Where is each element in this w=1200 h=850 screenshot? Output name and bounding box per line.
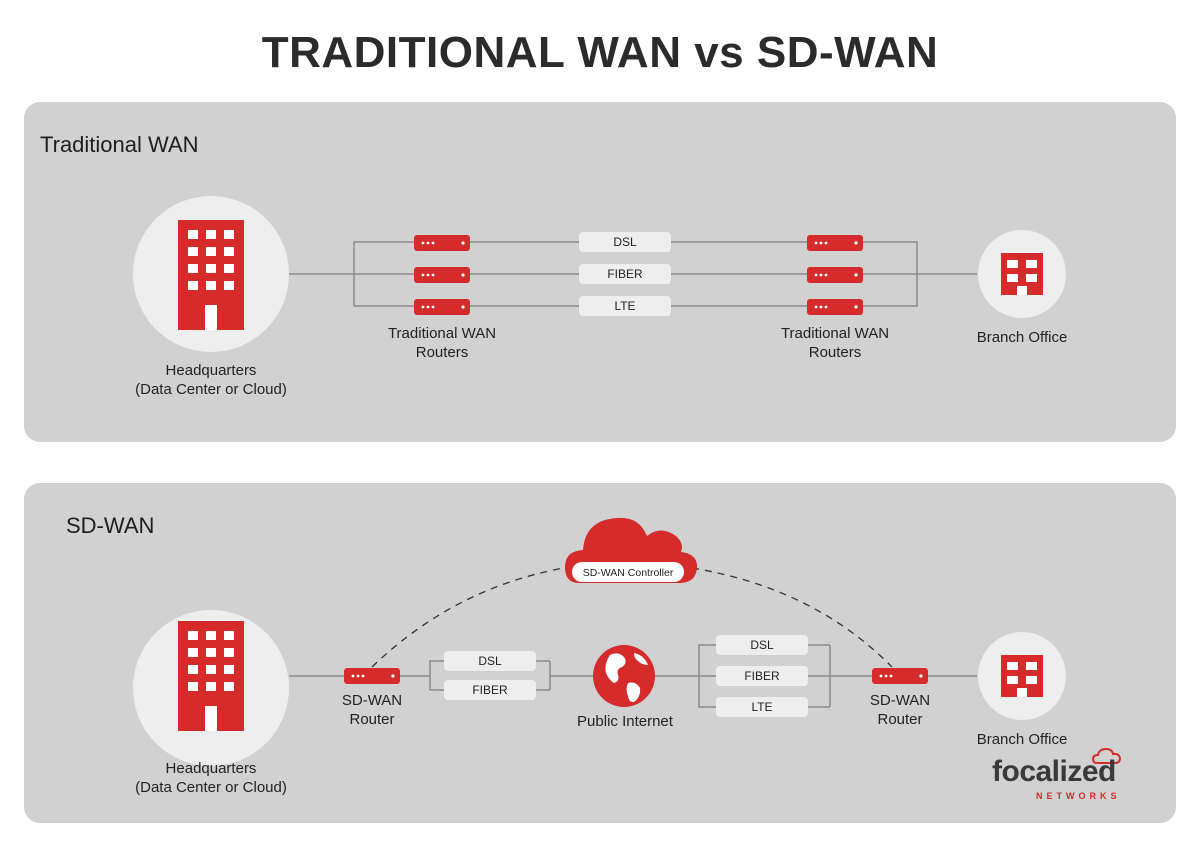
link-pill: [444, 651, 536, 671]
router-icon: [414, 235, 470, 251]
link-pill-label: DSL: [750, 638, 774, 652]
link-pill: [716, 666, 808, 686]
sdwan-hq-label: Headquarters(Data Center or Cloud): [135, 760, 287, 796]
traditional-hq-label: Headquarters(Data Center or Cloud): [135, 362, 287, 398]
traditional-branch-node: [978, 230, 1066, 318]
traditional-wan-panel: Traditional WAN: [24, 102, 1176, 442]
link-pill: [579, 296, 671, 316]
branch-building-icon: [1001, 253, 1043, 295]
sdwan-hq-node: [133, 610, 289, 766]
cloud-logo-icon: [1092, 747, 1122, 764]
page-title: TRADITIONAL WAN vs SD-WAN: [261, 28, 939, 77]
public-internet-label: Public Internet: [577, 713, 673, 730]
traditional-right-routers: [807, 235, 863, 315]
link-pill: [716, 635, 808, 655]
link-pill: [579, 264, 671, 284]
link-pill: [579, 232, 671, 252]
link-pill: [444, 680, 536, 700]
controller-label: SD-WAN Controller: [583, 567, 674, 579]
router-icon: [807, 267, 863, 283]
brand-logo: focalized NETWORKS: [992, 747, 1142, 805]
link-pill-label: FIBER: [744, 669, 780, 683]
traditional-wan-title: Traditional WAN: [40, 132, 199, 157]
sdwan-title: SD-WAN: [66, 513, 155, 538]
link-pill-label: DSL: [478, 654, 502, 668]
sdwan-panel: SD-WAN: [24, 483, 1176, 823]
controller-dashed-links: [371, 567, 893, 668]
router-icon: [414, 299, 470, 315]
sdwan-left-router: [344, 668, 400, 684]
router-icon: [807, 235, 863, 251]
traditional-left-routers: [414, 235, 470, 315]
link-pill-label: FIBER: [607, 267, 643, 281]
router-icon: [872, 668, 928, 684]
router-icon: [344, 668, 400, 684]
sdwan-diagram: DSL FIBER DSL FIBER LTE SD-WAN Controlle…: [133, 517, 1066, 766]
router-icon: [414, 267, 470, 283]
sdwan-link-pills: DSL FIBER DSL FIBER LTE: [444, 635, 808, 717]
traditional-hq-node: [133, 196, 289, 352]
cloud-icon: SD-WAN Controller: [565, 517, 697, 583]
traditional-link-pills: DSL FIBER LTE: [579, 232, 671, 316]
brand-subtitle: NETWORKS: [1036, 791, 1121, 801]
sdwan-connection-lines: [289, 644, 977, 708]
branch-building-icon: [1001, 655, 1043, 697]
traditional-branch-label: Branch Office: [976, 329, 1068, 346]
link-pill-label: FIBER: [472, 683, 508, 697]
office-building-icon: [178, 621, 244, 731]
sdwan-branch-node: [978, 632, 1066, 720]
link-pill: [716, 697, 808, 717]
link-pill-label: LTE: [751, 700, 772, 714]
sdwan-branch-label: Branch Office: [976, 731, 1068, 748]
router-icon: [807, 299, 863, 315]
sdwan-right-router: [872, 668, 928, 684]
link-pill-label: DSL: [613, 235, 637, 249]
brand-name: focalized: [992, 755, 1116, 788]
globe-icon: [593, 645, 655, 707]
traditional-wan-diagram: DSL FIBER LTE: [133, 196, 1066, 352]
office-building-icon: [178, 220, 244, 330]
link-pill-label: LTE: [614, 299, 635, 313]
